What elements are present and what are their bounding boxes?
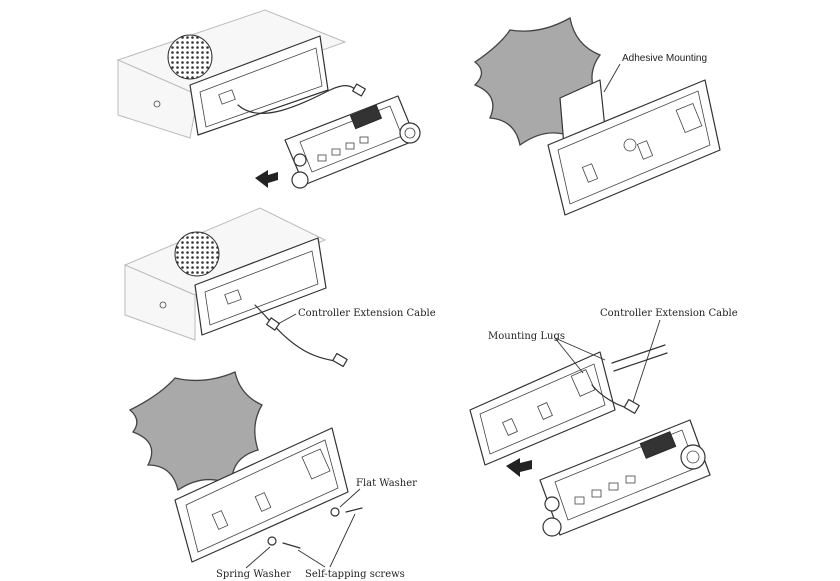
label-controller-extension-cable-1: Controller Extension Cable — [298, 308, 436, 319]
cable-plug-icon-2 — [266, 317, 280, 331]
controller-bracket-3 — [469, 351, 616, 466]
label-adhesive-mounting: Adhesive Mounting — [622, 53, 707, 64]
control-cable — [237, 85, 359, 114]
display-screen-icon — [349, 104, 383, 130]
controller-head — [284, 95, 421, 189]
label-spring-washer: Spring Washer — [216, 569, 291, 580]
panel-main-unit-with-controller — [116, 9, 421, 189]
main-radio-body — [116, 9, 347, 139]
insert-arrow-icon-2 — [506, 458, 532, 477]
panel-adhesive-mounting: Adhesive Mounting — [473, 16, 721, 216]
controller-head-2 — [539, 419, 711, 537]
main-dial-icon — [399, 122, 421, 144]
main-radio-body-2 — [123, 207, 327, 341]
main-dial-icon-2 — [680, 444, 706, 470]
label-mounting-lugs: Mounting Lugs — [488, 331, 565, 342]
flat-washer-icon — [330, 507, 340, 517]
display-screen-icon-2 — [639, 431, 677, 459]
cable-plug-icon-4 — [623, 398, 640, 414]
mounting-lug-icon — [570, 369, 596, 397]
controller-bracket-2 — [174, 427, 349, 563]
panel-extension-cable: Controller Extension Cable — [123, 207, 436, 368]
speaker-grille-icon-2 — [174, 231, 220, 277]
insert-arrow-icon — [255, 170, 278, 188]
cable-plug-icon-3 — [332, 352, 348, 368]
spring-washer-icon — [267, 536, 277, 546]
small-knob-icon — [291, 171, 309, 189]
cable-plug-icon — [352, 83, 366, 97]
panel-mounting-lugs: Mounting Lugs Controller Extension Cable — [469, 308, 738, 537]
label-controller-extension-cable-2: Controller Extension Cable — [600, 308, 738, 319]
extension-cable — [254, 304, 341, 363]
small-knob-icon-2 — [542, 517, 562, 537]
screw-icon-2 — [345, 507, 363, 513]
speaker-grille-icon — [167, 34, 213, 80]
mounting-surface-2 — [128, 371, 263, 492]
screw-icon-3 — [282, 542, 301, 549]
controller-bracket — [547, 79, 721, 216]
screw-icon — [153, 100, 161, 108]
panel-screw-mounting: Flat Washer Spring Washer Self-tapping s… — [128, 371, 417, 580]
label-self-tapping-screws: Self-tapping screws — [305, 569, 405, 580]
label-flat-washer: Flat Washer — [356, 478, 417, 489]
